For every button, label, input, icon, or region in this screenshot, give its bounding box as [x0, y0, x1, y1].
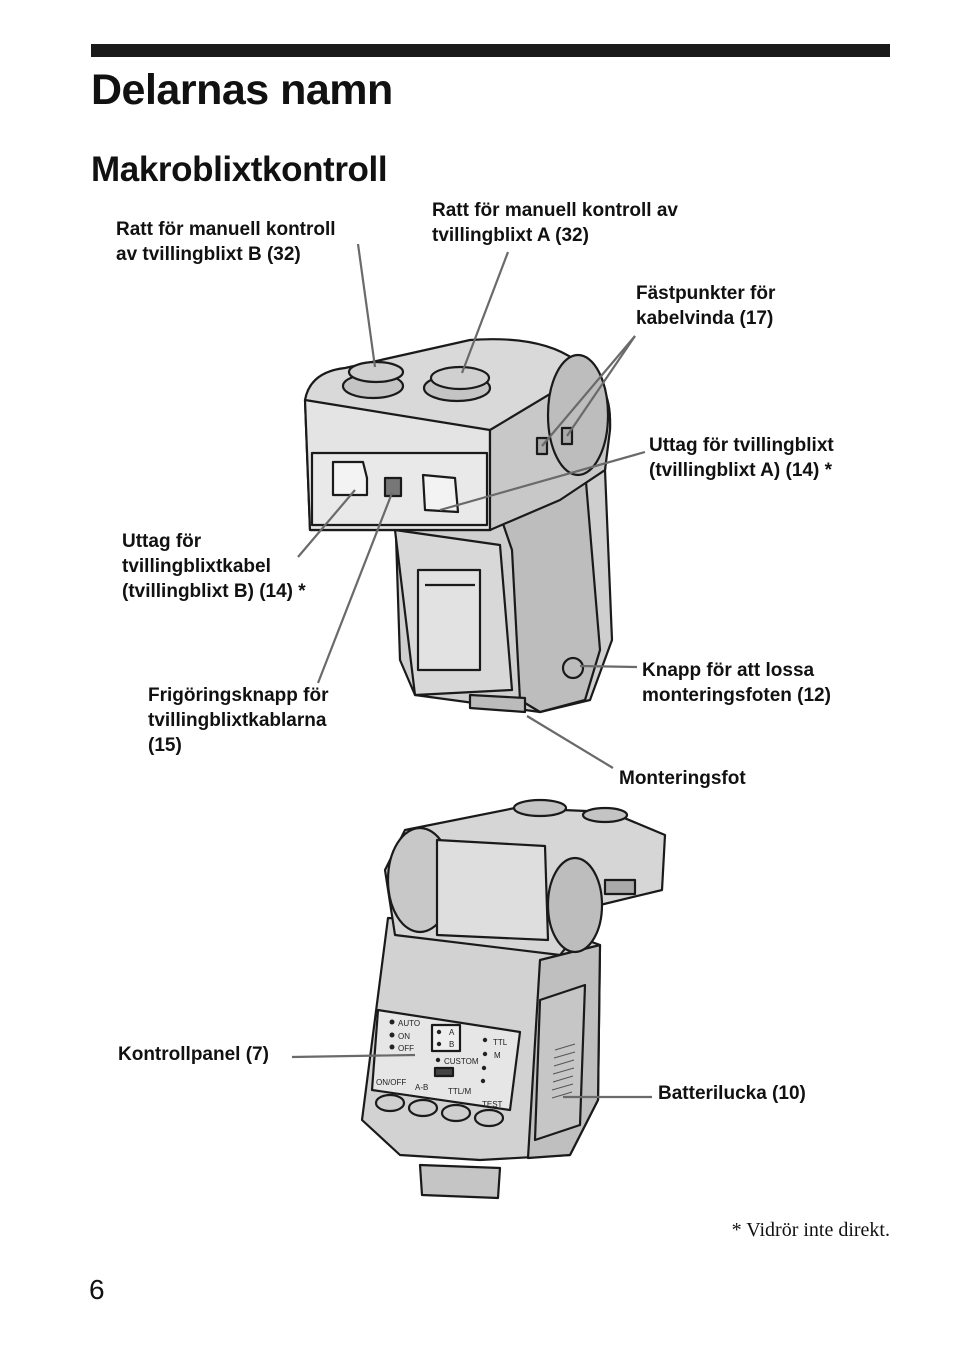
page-number: 6 [89, 1274, 105, 1305]
label-dial-b: Ratt för manuell kontroll av tvillingbli… [116, 219, 336, 265]
panel-custom: CUSTOM [444, 1057, 479, 1066]
page-title: Delarnas namn [91, 66, 393, 114]
panel-auto: AUTO [398, 1019, 420, 1028]
section-title: Makroblixtkontroll [91, 150, 388, 189]
panel-ab: A-B [415, 1083, 428, 1092]
label-dial-a: Ratt för manuell kontroll av tvillingbli… [432, 200, 678, 246]
panel-on: ON [398, 1032, 410, 1041]
panel-b: B [449, 1040, 454, 1049]
panel-onoff: ON/OFF [376, 1078, 406, 1087]
label-foot-release: Knapp för att lossa monteringsfoten (12) [642, 660, 831, 706]
panel-ttl: TTL [493, 1038, 508, 1047]
panel-test: TEST [482, 1100, 503, 1109]
panel-leds [389, 1019, 488, 1084]
lower-unit [360, 798, 667, 1200]
leader-lines [291, 243, 652, 1099]
label-socket-a: Uttag för tvillingblixt (tvillingblixt A… [649, 435, 834, 481]
panel-a: A [449, 1028, 455, 1037]
grill-lines [551, 1043, 576, 1099]
panel-ttlm: TTL/M [448, 1087, 471, 1096]
label-cable-points: Fästpunkter för kabelvinda (17) [636, 283, 776, 329]
label-mount-foot: Monteringsfot [619, 768, 746, 789]
panel-m: M [494, 1051, 501, 1060]
label-battery-lid: Batterilucka (10) [658, 1083, 806, 1104]
label-socket-b: Uttag för tvillingblixtkabel (tvillingbl… [122, 531, 306, 602]
label-control-panel: Kontrollpanel (7) [118, 1044, 269, 1065]
footnote: * Vidrör inte direkt. [731, 1219, 890, 1241]
panel-off: OFF [398, 1044, 414, 1053]
header-rule [91, 44, 890, 57]
upper-unit [303, 338, 614, 714]
label-release-button: Frigöringsknapp för tvillingblixtkablarn… [148, 685, 329, 756]
